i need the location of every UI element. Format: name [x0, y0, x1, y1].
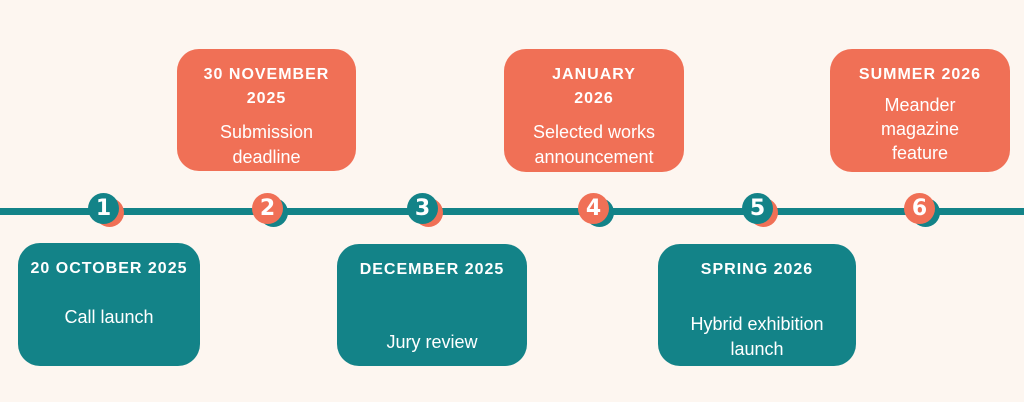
milestone-date: JANUARY 2026: [552, 66, 636, 107]
milestone-card-2: 30 NOVEMBER 2025 Submission deadline: [177, 49, 356, 171]
milestone-card-3: DECEMBER 2025 Jury review: [337, 244, 527, 366]
milestone-number: 4: [578, 193, 609, 224]
milestone-number: 1: [88, 193, 119, 224]
milestone-card-4: JANUARY 2026 Selected works announcement: [504, 49, 684, 172]
milestone-number: 5: [742, 193, 773, 224]
milestone-marker-5: 5: [742, 193, 778, 229]
milestone-date: DECEMBER 2025: [359, 261, 505, 278]
milestone-date: 30 NOVEMBER 2025: [203, 66, 330, 107]
milestone-date: SUMMER 2026: [858, 66, 982, 83]
milestone-marker-4: 4: [578, 193, 614, 229]
milestone-label: Hybrid exhibition launch: [690, 314, 824, 359]
milestone-marker-6: 6: [904, 193, 940, 229]
milestone-date: 20 OCTOBER 2025: [30, 260, 188, 277]
milestone-number: 2: [252, 193, 283, 224]
milestone-date: SPRING 2026: [700, 261, 814, 278]
milestone-card-5: SPRING 2026 Hybrid exhibition launch: [658, 244, 856, 366]
milestone-label: Jury review: [386, 332, 478, 352]
milestone-label: Call launch: [64, 307, 154, 327]
milestone-label: Meander magazine feature: [880, 95, 960, 163]
milestone-card-1: 20 OCTOBER 2025 Call launch: [18, 243, 200, 366]
milestone-number: 6: [904, 193, 935, 224]
timeline-line: [0, 208, 1024, 215]
milestone-marker-2: 2: [252, 193, 288, 229]
milestone-label: Submission deadline: [219, 122, 314, 167]
milestone-marker-1: 1: [88, 193, 124, 229]
milestone-card-6: SUMMER 2026 Meander magazine feature: [830, 49, 1010, 172]
milestone-number: 3: [407, 193, 438, 224]
milestone-label: Selected works announcement: [532, 122, 656, 167]
milestone-marker-3: 3: [407, 193, 443, 229]
